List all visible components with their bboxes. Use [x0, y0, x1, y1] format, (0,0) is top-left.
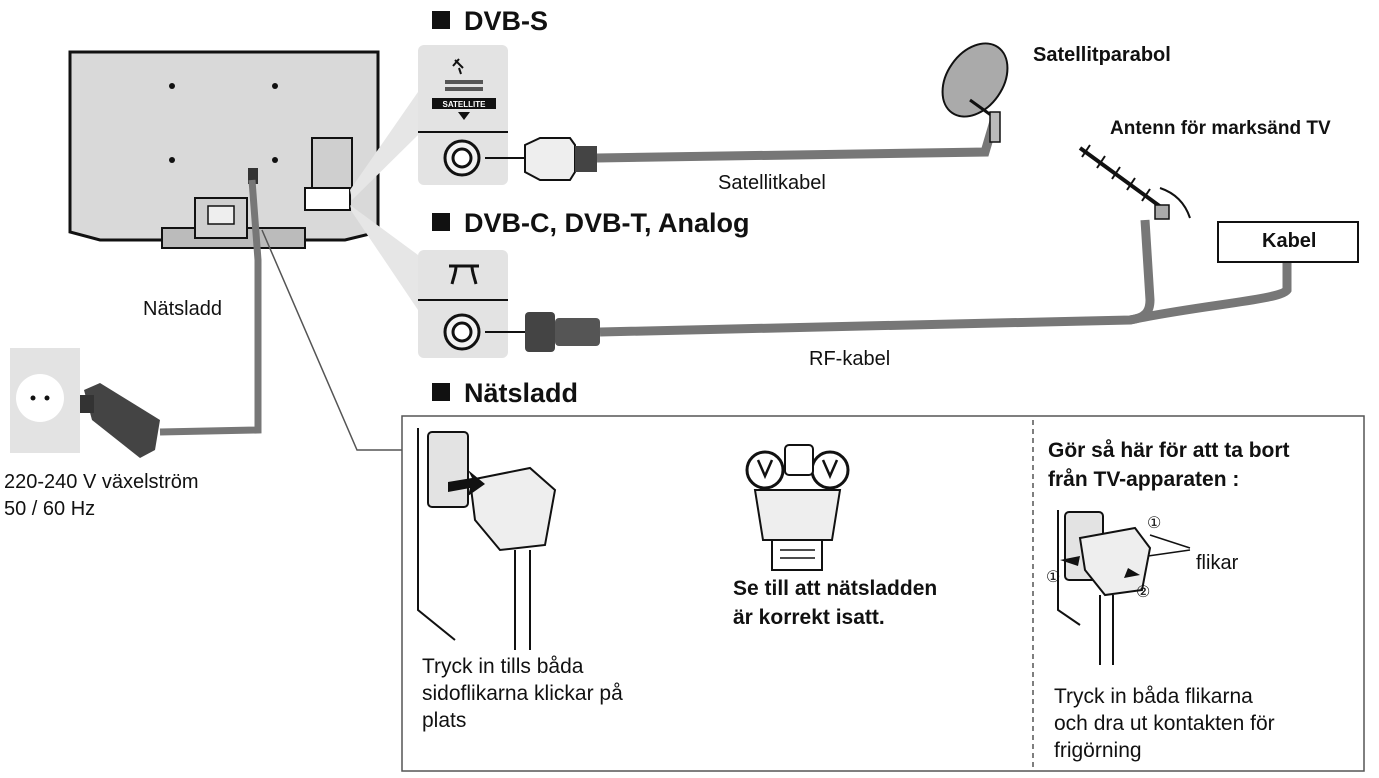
panel3-tabs-label: flikar	[1196, 552, 1239, 574]
panel3-step1-marker-left: ①	[1046, 569, 1061, 586]
section-heading-dvbc-text: DVB-C, DVB-T, Analog	[464, 208, 750, 238]
satellite-cable-label: Satellitkabel	[718, 172, 826, 194]
section-heading-dvbs-text: DVB-S	[464, 6, 549, 36]
socket-voltage-label: 220-240 V växelström 50 / 60 Hz	[4, 471, 199, 520]
rf-cable-label: RF-kabel	[809, 348, 891, 370]
panel3-step2-marker: ②	[1136, 584, 1151, 601]
terrestrial-antenna-label: Antenn för marksänd TV	[1110, 118, 1331, 139]
satellite-port-label: SATELLITE	[443, 100, 487, 109]
cable-box	[1217, 221, 1359, 263]
panel1-instruction: Tryck in tills båda sidoflikarna klickar…	[422, 655, 623, 732]
mains-plug	[80, 383, 160, 458]
check-circle-icon-right	[810, 450, 850, 490]
wall-socket	[10, 348, 80, 453]
satellite-cable	[596, 116, 1000, 163]
section-heading-mains-text: Nätsladd	[464, 378, 579, 408]
satellite-port-module: SATELLITE	[418, 45, 508, 185]
section-heading-mains: Nätsladd	[432, 378, 578, 409]
mains-cord	[159, 179, 262, 436]
plug-remove-illustration	[1057, 510, 1191, 665]
terrestrial-antenna	[1078, 144, 1191, 220]
satellite-dish-icon	[452, 58, 464, 75]
satellite-dish-label: Satellitparabol	[1033, 44, 1171, 66]
antenna-port-module	[418, 250, 508, 358]
satellite-connector	[485, 137, 597, 181]
mains-detail-box	[401, 415, 1365, 772]
rf-connector	[485, 312, 600, 352]
section-heading-dvbc: DVB-C, DVB-T, Analog	[432, 208, 750, 239]
panel3-instruction: Tryck in båda flikarna och dra ut kontak…	[1054, 685, 1275, 762]
callout-wedge-satellite	[350, 92, 418, 200]
cable-network-line	[1129, 260, 1292, 325]
section-heading-dvbs: DVB-S	[432, 6, 548, 37]
heading-square-icon	[432, 213, 450, 231]
mains-cord-label: Nätsladd	[143, 298, 222, 320]
antenna-icon	[449, 264, 479, 285]
tv-back-panel	[68, 50, 380, 249]
cable-box-label: Kabel	[1262, 230, 1317, 252]
satellite-dish	[941, 42, 1009, 143]
panel3-step1-marker-right: ①	[1147, 515, 1162, 532]
detail-leader-line	[261, 229, 402, 451]
panel3-title: Gör så här för att ta bort från TV-appar…	[1048, 439, 1290, 491]
heading-square-icon	[432, 11, 450, 29]
panel2-instruction: Se till att nätsladden är korrekt isatt.	[733, 577, 938, 629]
callout-wedge-antenna	[350, 205, 418, 310]
plug-check-illustration	[745, 444, 850, 571]
plug-insert-illustration	[417, 428, 557, 650]
check-circle-icon-left	[745, 450, 785, 490]
heading-square-icon	[432, 383, 450, 401]
